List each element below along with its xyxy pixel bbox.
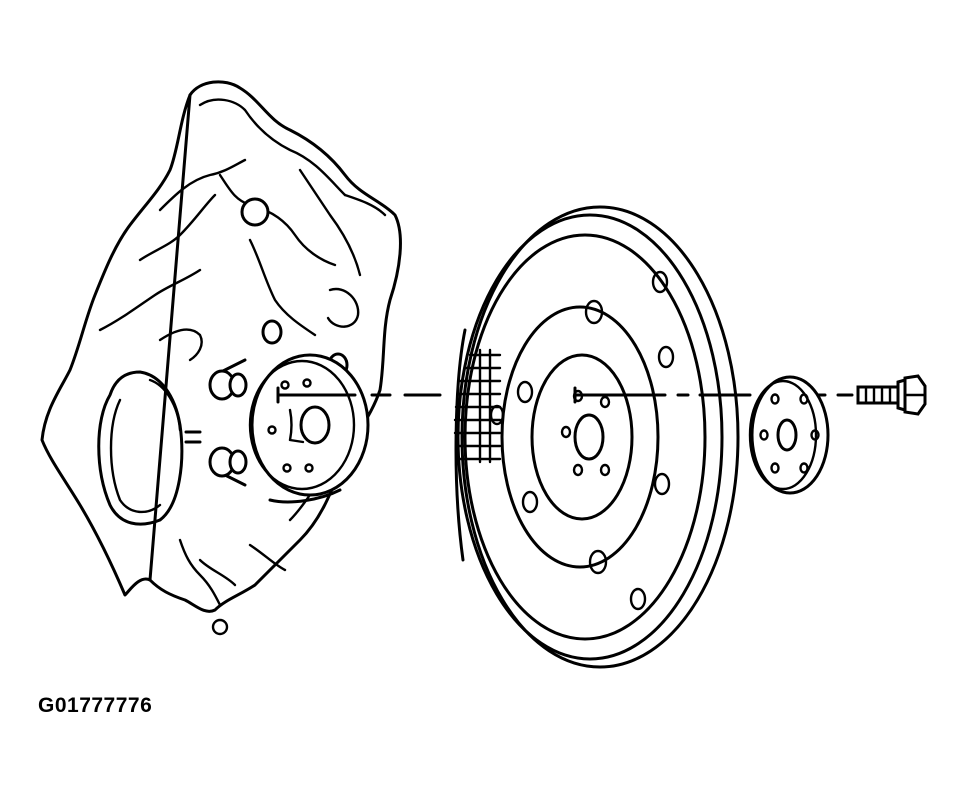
flywheel: [455, 207, 738, 667]
crankshaft-flange: [210, 321, 368, 502]
flywheel-mounting-holes: [491, 272, 673, 609]
flywheel-plate: [750, 377, 828, 493]
figure-reference-code: G01777776: [38, 694, 153, 717]
flywheel-bolt: [858, 376, 925, 414]
ring-gear-teeth: [455, 350, 500, 462]
engine-block: [42, 82, 400, 634]
flywheel-bolt-holes: [562, 391, 609, 475]
